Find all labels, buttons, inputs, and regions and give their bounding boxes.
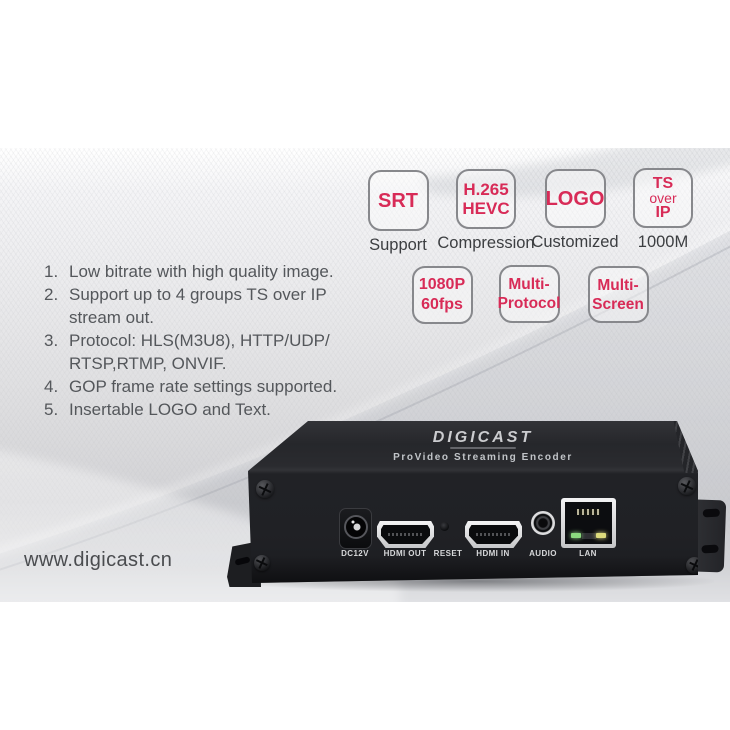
lan-cavity: [565, 502, 612, 544]
encoder-device: DIGICAST ProVideo Streaming Encoder: [226, 416, 728, 594]
badge-h265-box: H.265 HEVC: [456, 169, 516, 229]
feature-list: 1. Low bitrate with high quality image. …: [44, 260, 364, 421]
badge-ts-line3: IP: [655, 204, 671, 221]
badge-1080p-line1: 1080P: [418, 276, 466, 293]
hdmi-out-port: [377, 521, 434, 548]
badge-srt-caption: Support: [369, 236, 427, 254]
screw-top-left: [256, 480, 274, 498]
brand-tagline-bar: [450, 447, 516, 449]
badge-logo-caption: Customized: [531, 233, 619, 251]
badge-h265-caption: Compression: [437, 234, 535, 252]
mounting-ear-right: [694, 499, 727, 573]
feature-text: Support up to 4 groups TS over IP stream…: [69, 285, 327, 327]
badge-1080p-line2: 60fps: [421, 296, 463, 313]
feature-item-3: 3. Protocol: HLS(M3U8), HTTP/UDP/ RTSP,R…: [44, 329, 364, 375]
feature-number: 2.: [44, 285, 59, 304]
feature-number: 1.: [44, 262, 59, 281]
screw-top-right: [678, 477, 696, 495]
lan-contacts: [577, 509, 600, 515]
feature-number: 5.: [44, 400, 59, 419]
audio-jack: [531, 511, 555, 535]
port-label-lan: LAN: [579, 549, 597, 558]
feature-number: 4.: [44, 377, 59, 396]
reset-button-hole: [440, 522, 449, 531]
badge-ts-over-ip: TS over IP 1000M: [593, 168, 730, 252]
lan-latch: [581, 533, 596, 539]
hdmi-pins: [476, 533, 511, 536]
feature-item-5: 5. Insertable LOGO and Text.: [44, 398, 364, 421]
brand-logo: DIGICAST: [432, 429, 534, 446]
badge-multi-screen-line1: Multi-: [597, 276, 639, 294]
hdmi-in-port: [465, 521, 522, 548]
badge-ts-line2: over: [649, 190, 677, 206]
badge-h265: H.265 HEVC Compression: [416, 169, 556, 253]
badge-h265-line1: H.265: [463, 180, 509, 199]
mounting-slot: [234, 556, 251, 566]
badge-logo-text: LOGO: [545, 187, 605, 210]
port-label-dc12v: DC12V: [341, 549, 369, 558]
badge-multi-screen-box: Multi- Screen: [587, 266, 649, 323]
screw-bottom-left: [254, 555, 270, 571]
port-label-audio: AUDIO: [529, 549, 557, 558]
badge-logo: LOGO Customized: [505, 169, 645, 252]
badge-1080p: 1080P 60fps: [372, 266, 512, 324]
badge-multi-protocol-line2: Protocol: [497, 295, 561, 312]
lan-port: [561, 498, 616, 548]
badge-multi-protocol-box: Multi- Protocol: [497, 265, 561, 323]
feature-item-4: 4. GOP frame rate settings supported.: [44, 375, 364, 398]
mounting-slot: [702, 508, 721, 518]
port-label-hdmi-in: HDMI IN: [476, 549, 510, 558]
badge-ts-over-ip-box: TS over IP: [633, 168, 693, 228]
badge-multi-protocol: Multi- Protocol: [459, 265, 599, 323]
heatsink-fins: [673, 421, 698, 473]
dc-power-jack: [339, 508, 372, 549]
badge-srt-text: SRT: [378, 189, 418, 212]
lan-led-amber: [596, 533, 606, 538]
badge-srt-box: SRT: [367, 170, 429, 231]
badge-srt: SRT Support: [328, 170, 468, 255]
product-name: ProVideo Streaming Encoder: [393, 452, 573, 463]
port-label-reset: RESET: [433, 549, 463, 558]
badge-multi-protocol-line1: Multi-: [508, 276, 550, 293]
feature-text: GOP frame rate settings supported.: [69, 377, 338, 396]
badge-h265-line2: HEVC: [462, 199, 510, 218]
port-label-hdmi-out: HDMI OUT: [383, 549, 427, 558]
feature-text: Insertable LOGO and Text.: [69, 400, 271, 419]
feature-text: Low bitrate with high quality image.: [69, 262, 334, 281]
hdmi-pins: [388, 533, 423, 536]
badge-1080p-box: 1080P 60fps: [411, 266, 473, 324]
feature-item-1: 1. Low bitrate with high quality image.: [44, 260, 364, 283]
website-url: www.digicast.cn: [24, 549, 173, 571]
dc-jack-pin: [353, 523, 361, 531]
device-body: DIGICAST ProVideo Streaming Encoder: [248, 421, 698, 583]
lan-led-green: [571, 533, 581, 538]
badge-ts-line1: TS: [652, 175, 674, 192]
feature-number: 3.: [44, 331, 59, 350]
badge-multi-screen-line2: Screen: [592, 295, 644, 313]
screw-bottom-right: [686, 557, 698, 574]
badge-logo-box: LOGO: [544, 169, 606, 228]
badge-ts-caption: 1000M: [637, 233, 689, 251]
badge-multi-screen: Multi- Screen: [548, 266, 688, 323]
mounting-slot: [701, 544, 719, 554]
feature-item-2: 2. Support up to 4 groups TS over IP str…: [44, 283, 364, 329]
feature-text: Protocol: HLS(M3U8), HTTP/UDP/ RTSP,RTMP…: [69, 331, 330, 373]
